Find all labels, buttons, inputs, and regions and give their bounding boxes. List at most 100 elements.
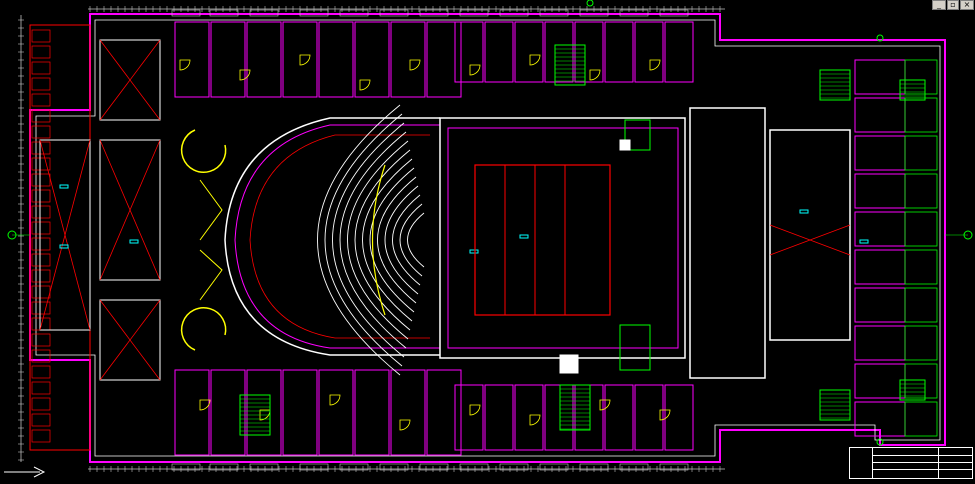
axis-bubble bbox=[876, 34, 884, 42]
rear-stage bbox=[769, 129, 851, 341]
rear-stage-cross bbox=[769, 224, 851, 256]
rooms-layer bbox=[39, 21, 938, 456]
room bbox=[426, 369, 462, 456]
room bbox=[390, 21, 426, 98]
north-arrow bbox=[4, 466, 46, 478]
room bbox=[210, 21, 246, 98]
facade-window bbox=[579, 463, 609, 471]
side-box bbox=[199, 249, 223, 301]
window-bay bbox=[31, 413, 51, 427]
room bbox=[854, 249, 906, 285]
facade-window bbox=[209, 9, 239, 17]
void-room bbox=[99, 139, 161, 281]
room bbox=[854, 135, 906, 171]
axis-bubble bbox=[876, 438, 884, 446]
facade-window bbox=[539, 9, 569, 17]
stair-cores bbox=[239, 44, 926, 436]
window-bay bbox=[31, 157, 51, 171]
door-swing bbox=[299, 54, 311, 66]
void-cross bbox=[99, 139, 161, 281]
door-swing bbox=[599, 399, 611, 411]
room bbox=[282, 369, 318, 456]
orchestra-pit-edge bbox=[371, 164, 386, 316]
room bbox=[574, 384, 604, 451]
door-swing bbox=[199, 399, 211, 411]
room bbox=[854, 59, 906, 95]
window-bay bbox=[31, 141, 51, 155]
room bbox=[174, 21, 210, 98]
side-box bbox=[199, 179, 223, 241]
void-room bbox=[99, 299, 161, 381]
seating-row bbox=[354, 149, 411, 331]
seating-row bbox=[332, 122, 405, 358]
dimension-grid bbox=[18, 6, 725, 472]
restore-button[interactable]: ▫ bbox=[947, 0, 959, 10]
room bbox=[514, 384, 544, 451]
room bbox=[246, 21, 282, 98]
room bbox=[544, 384, 574, 451]
room-tag bbox=[799, 209, 809, 214]
door-swing bbox=[179, 59, 191, 71]
seating-row bbox=[392, 194, 421, 286]
door-swing bbox=[589, 69, 601, 81]
room bbox=[664, 21, 694, 83]
lift-core bbox=[619, 324, 651, 371]
side-stage bbox=[689, 107, 766, 379]
facade-window bbox=[299, 9, 329, 17]
seating-row bbox=[399, 203, 423, 277]
window-bay bbox=[31, 333, 51, 347]
facade-window bbox=[249, 9, 279, 17]
room bbox=[904, 97, 938, 133]
window-bay bbox=[31, 189, 51, 203]
room bbox=[484, 384, 514, 451]
close-button[interactable]: × bbox=[960, 0, 974, 10]
room bbox=[246, 369, 282, 456]
window-bay bbox=[31, 349, 51, 363]
facade-window bbox=[379, 9, 409, 17]
box-stair-upper bbox=[180, 129, 227, 173]
void-room bbox=[99, 39, 161, 121]
room bbox=[454, 21, 484, 83]
void-cross bbox=[99, 39, 161, 121]
column bbox=[559, 354, 579, 374]
room-tag bbox=[59, 184, 69, 189]
facade-window bbox=[659, 463, 689, 471]
facade-window bbox=[339, 9, 369, 17]
room bbox=[354, 369, 390, 456]
axis-markers bbox=[4, 0, 973, 478]
title-block bbox=[849, 447, 973, 479]
void-room bbox=[39, 139, 91, 331]
room bbox=[854, 173, 906, 209]
seating-row bbox=[339, 131, 407, 349]
facade-window bbox=[459, 9, 489, 17]
room-tag bbox=[59, 244, 69, 249]
facade-window bbox=[539, 463, 569, 471]
window-bay bbox=[31, 221, 51, 235]
window-bay bbox=[31, 397, 51, 411]
stair bbox=[559, 384, 591, 431]
room bbox=[854, 363, 906, 399]
box-stair-lower bbox=[180, 307, 227, 351]
stair bbox=[819, 389, 851, 421]
void-cross bbox=[39, 139, 91, 331]
stage-inner bbox=[447, 127, 679, 349]
window-bay bbox=[31, 125, 51, 139]
room-tag bbox=[859, 239, 869, 244]
window-bay bbox=[31, 173, 51, 187]
room bbox=[514, 21, 544, 83]
facade-window bbox=[171, 9, 201, 17]
door-swing bbox=[239, 69, 251, 81]
auditorium-wall bbox=[224, 117, 440, 356]
room bbox=[904, 211, 938, 247]
minimize-button[interactable]: _ bbox=[932, 0, 946, 10]
facade-window bbox=[499, 463, 529, 471]
building-walls bbox=[29, 9, 946, 471]
room bbox=[426, 21, 462, 98]
facade-window bbox=[499, 9, 529, 17]
room bbox=[904, 249, 938, 285]
window-bay bbox=[31, 45, 51, 59]
window-bay bbox=[31, 269, 51, 283]
room-tag bbox=[129, 239, 139, 244]
